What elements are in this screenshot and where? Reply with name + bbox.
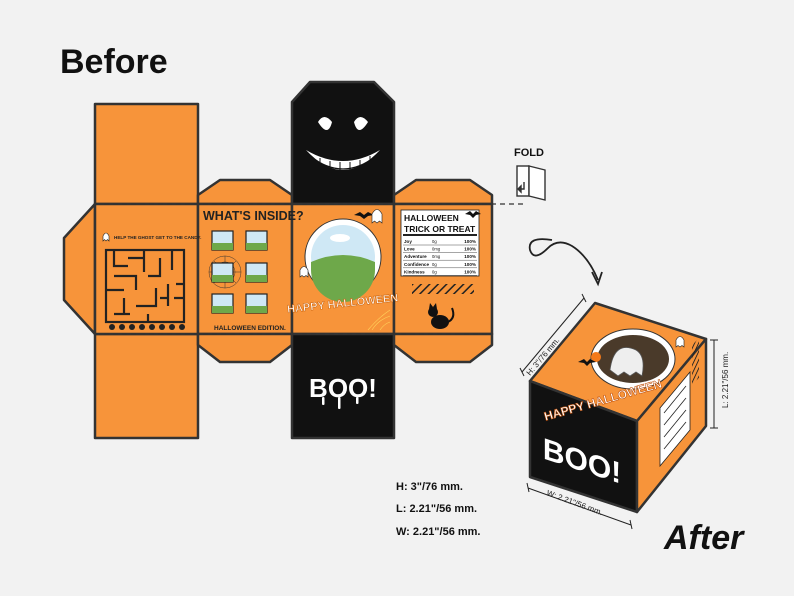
jack-face-icon — [306, 117, 380, 176]
ghost-small-icon — [102, 232, 110, 242]
label-row-pct: 100% — [464, 239, 476, 244]
label-rows: Joy 0g 100% Love 0mg 100% Adventure 0mg 100% Conf… — [403, 239, 477, 276]
label-row-pct: 100% — [464, 247, 476, 252]
maze-graphic: HELP THE GHOST GET TO THE CANDY. — [102, 232, 201, 330]
after-heading: After — [663, 519, 745, 557]
maze-panel — [93, 202, 200, 336]
label-row-name: Adventure — [404, 254, 427, 259]
label-row-amount: 0g — [432, 269, 437, 274]
label-bottom-flap — [392, 332, 494, 364]
cat-icon — [428, 303, 455, 329]
bottom-panel — [290, 332, 396, 440]
lid-panel — [290, 80, 396, 206]
maze-instruction: HELP THE GHOST GET TO THE CANDY. — [114, 235, 201, 240]
label-row-pct: 100% — [464, 254, 476, 259]
dimension-w: W: 2.21"/56 mm. — [396, 526, 481, 538]
ghost-icon — [371, 209, 383, 224]
inside-bottom-flap — [196, 332, 294, 364]
barcode — [412, 284, 474, 294]
label-row-amount: 0mg — [432, 254, 441, 259]
dimension-l: L: 2.21"/56 mm. — [396, 503, 477, 515]
left-side-tab — [62, 202, 97, 336]
label-title-2: TRICK OR TREAT — [404, 224, 476, 234]
bottom-boo-text: BOO! — [309, 373, 377, 403]
candy-pumpkins — [109, 324, 185, 330]
drip-icon — [322, 397, 359, 409]
label-row-amount: 0g — [432, 262, 437, 267]
web-corner-icon — [367, 309, 391, 331]
label-row-pct: 100% — [464, 269, 476, 274]
label-row-amount: 0mg — [432, 247, 441, 252]
left-flap-top — [93, 102, 200, 206]
inside-footer: HALLOWEEN EDITION. — [214, 325, 286, 332]
label-row-name: Joy — [404, 239, 412, 244]
bat-label-icon — [465, 211, 481, 218]
box-side-graphics — [659, 337, 699, 468]
dimension-h: H: 3"/76 mm. — [396, 481, 463, 493]
fold-lines — [95, 203, 526, 335]
label-row-pct: 100% — [464, 262, 476, 267]
curly-arrow-icon — [528, 238, 603, 287]
label-row-amount: 0g — [432, 239, 437, 244]
fold-label: FOLD — [514, 147, 544, 159]
box-dimension-lines — [519, 293, 718, 530]
box-length-label: L: 2.21"/56 mm. — [721, 352, 730, 408]
inside-title: WHAT'S INSIDE? — [203, 209, 304, 223]
ghost-toy-icon — [609, 347, 644, 377]
maze-walls — [104, 248, 186, 324]
inside-top-flap — [196, 178, 294, 206]
label-row-name: Confidence — [404, 262, 429, 267]
label-title-1: HALLOWEEN — [404, 213, 459, 223]
ghost-icon-small — [299, 266, 309, 278]
inside-graphic: WHAT'S INSIDE? HALLOWEEN EDITION. — [203, 209, 304, 332]
bat-icon — [354, 212, 374, 219]
label-top-flap — [392, 178, 494, 206]
nutrition-label: HALLOWEEN TRICK OR TREAT Joy 0g 100% Love 0m… — [400, 209, 481, 277]
label-row-name: Kindness — [404, 269, 425, 274]
label-row-name: Love — [404, 247, 415, 252]
candy-windows — [211, 230, 268, 314]
left-flap-bottom — [93, 332, 200, 440]
fold-icon — [516, 165, 546, 201]
before-heading: Before — [60, 43, 168, 81]
